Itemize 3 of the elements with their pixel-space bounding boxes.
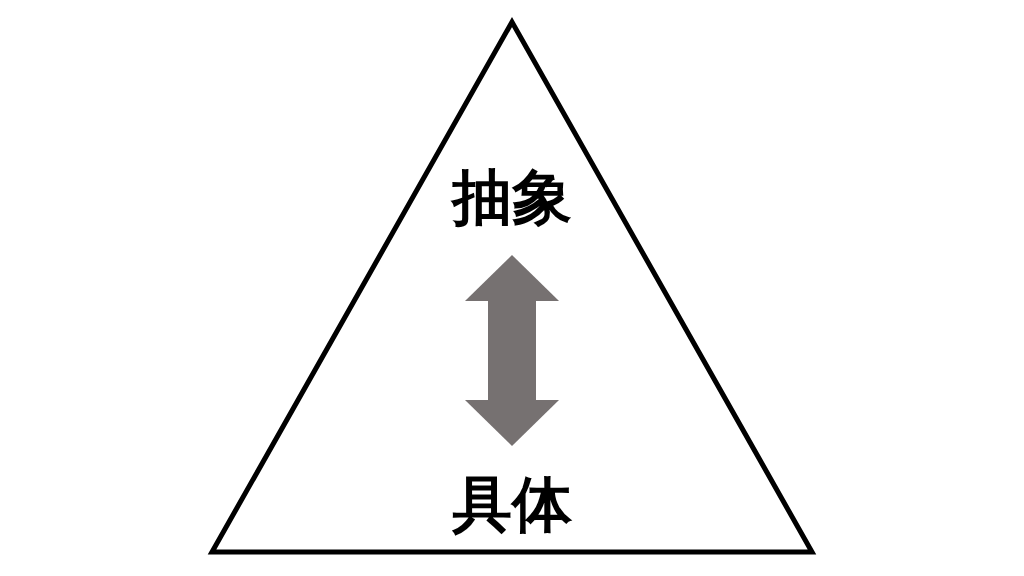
term-label: 具体 — [452, 474, 572, 534]
double-arrow — [465, 255, 559, 446]
term-label: 抽象 — [452, 167, 572, 227]
